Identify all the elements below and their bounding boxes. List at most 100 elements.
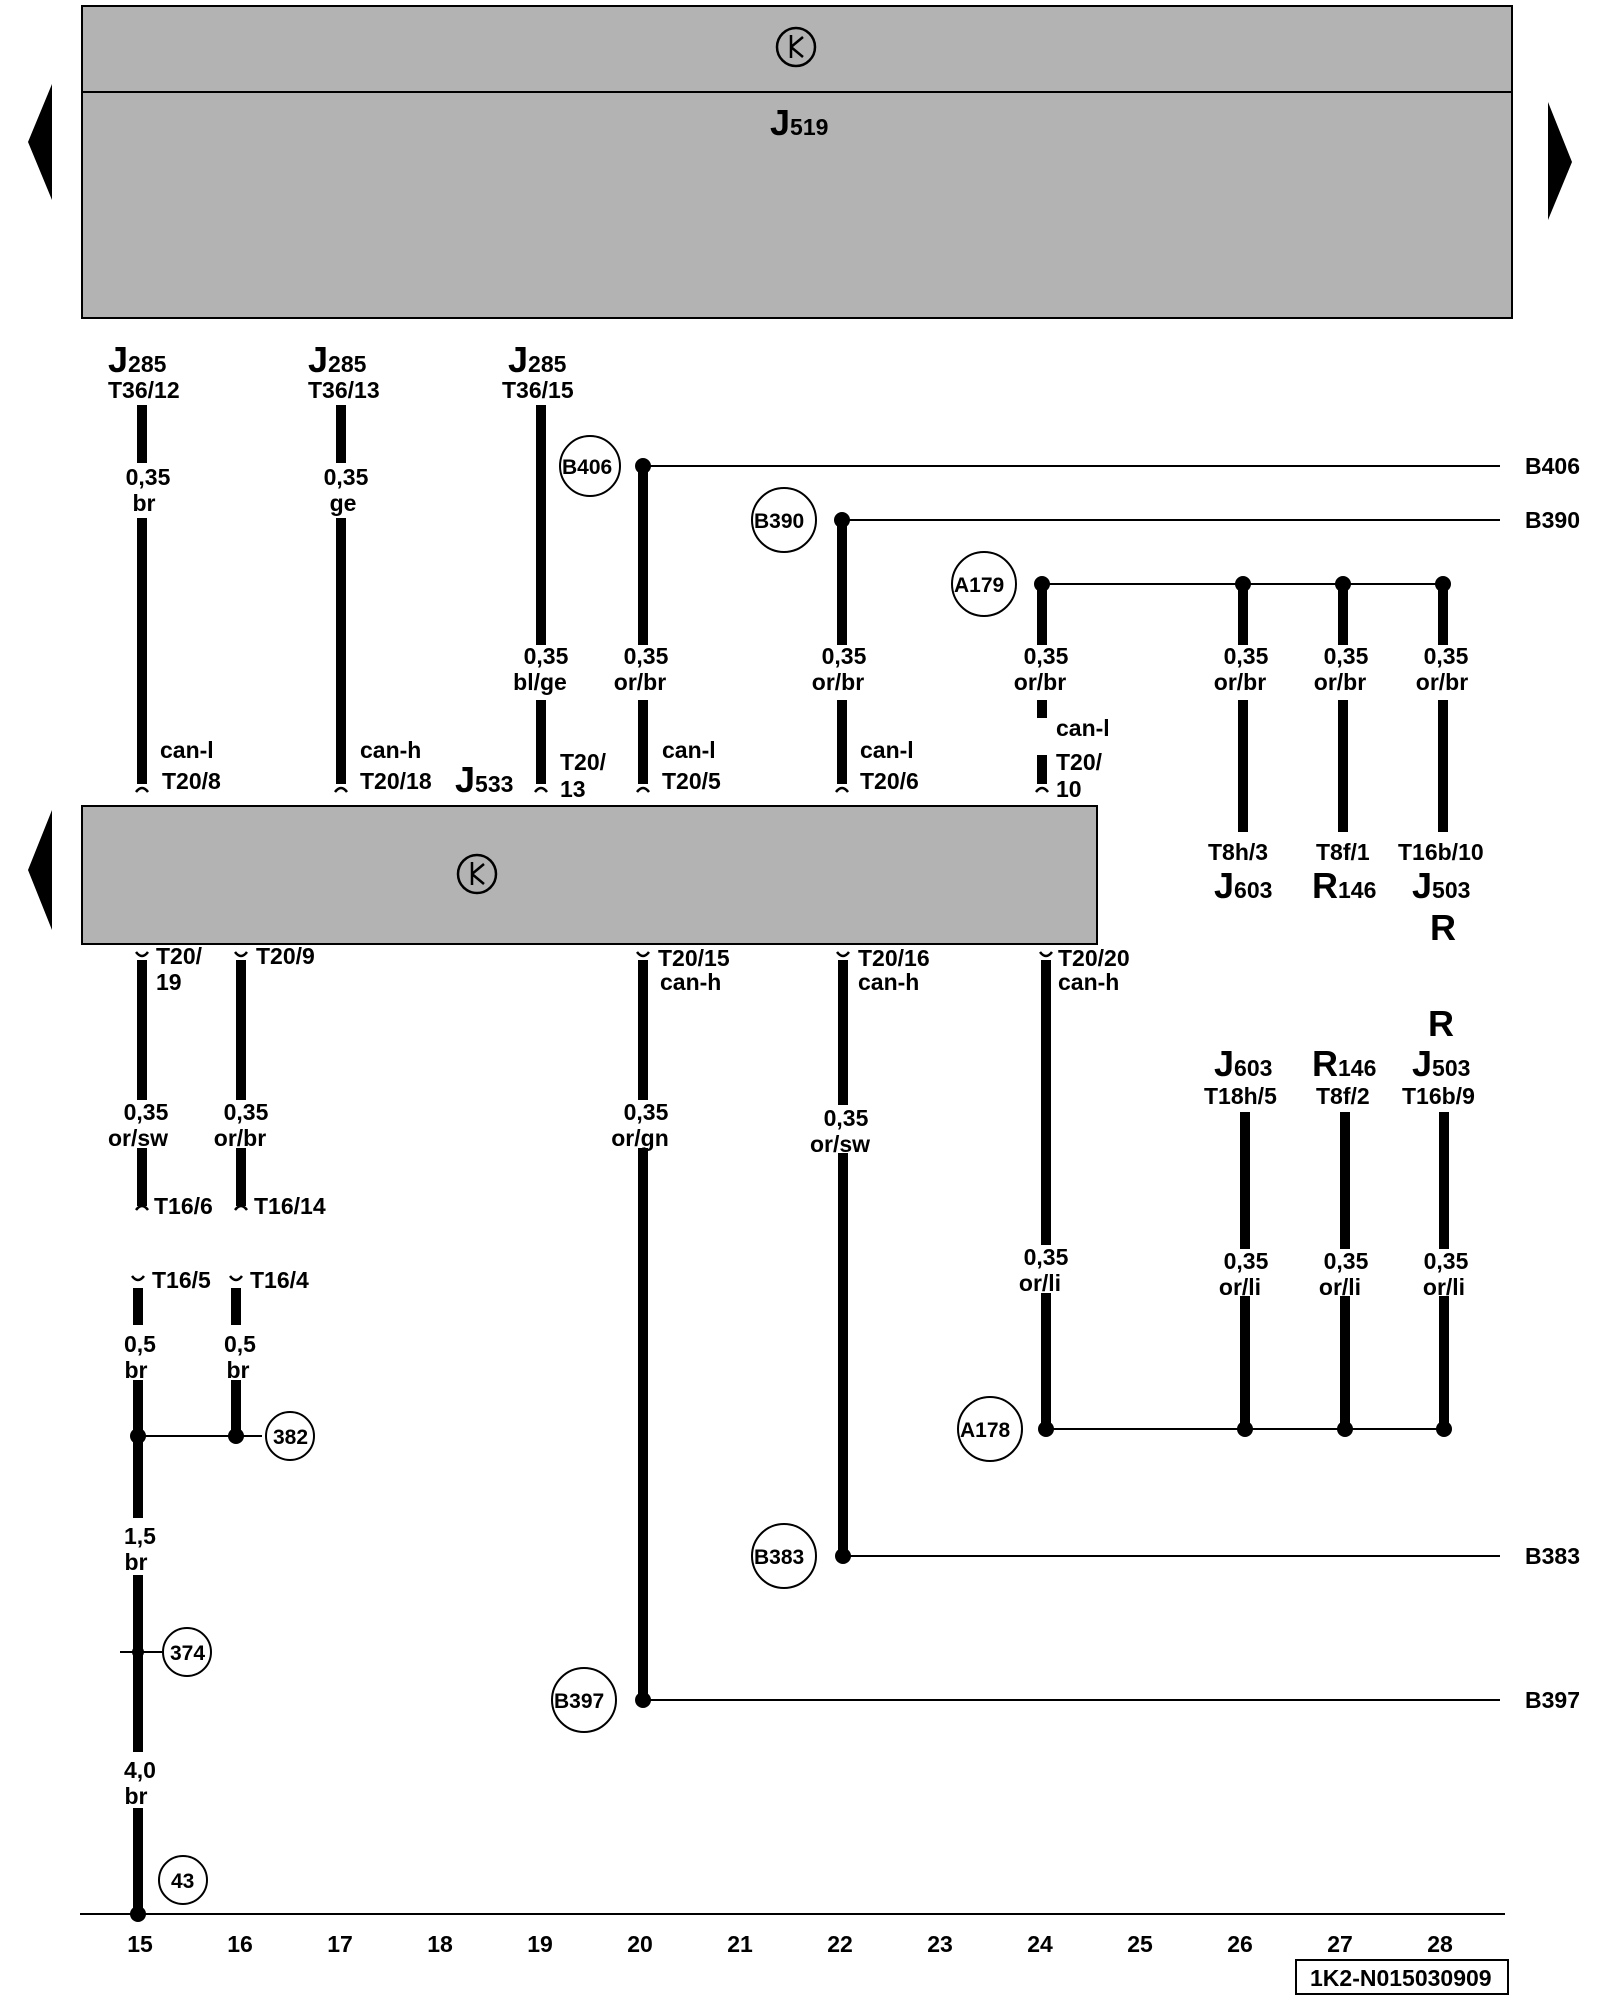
svg-text:J603: J603 xyxy=(1214,865,1272,906)
svg-text:27: 27 xyxy=(1327,1931,1353,1957)
svg-text:13: 13 xyxy=(560,776,586,802)
right-component-labels-bottom: R J603 R146 J503 xyxy=(1214,1003,1470,1084)
svg-text:or/li: or/li xyxy=(1019,1270,1061,1296)
svg-text:0,35: 0,35 xyxy=(1024,1244,1069,1270)
svg-text:br: br xyxy=(133,490,156,516)
wire-group xyxy=(133,405,1449,1915)
svg-text:0,5: 0,5 xyxy=(224,1331,256,1357)
svg-text:or/br: or/br xyxy=(1214,669,1266,695)
b383-node-label: B383 xyxy=(754,1546,804,1569)
ground-43-label: 43 xyxy=(171,1870,194,1893)
gateway-prev-arrow-icon[interactable] xyxy=(28,810,52,930)
svg-text:T20/6: T20/6 xyxy=(860,768,919,794)
svg-text:23: 23 xyxy=(927,1931,953,1957)
svg-text:J503: J503 xyxy=(1412,1043,1470,1084)
svg-text:bl/ge: bl/ge xyxy=(513,669,567,695)
svg-text:25: 25 xyxy=(1127,1931,1153,1957)
j519-module-box xyxy=(81,5,1513,319)
svg-text:0,35: 0,35 xyxy=(124,1099,169,1125)
svg-text:1,5: 1,5 xyxy=(124,1523,156,1549)
svg-text:R146: R146 xyxy=(1312,1043,1376,1084)
j285-pin-label: T36/13 xyxy=(308,377,380,403)
can-bus-symbol-icon xyxy=(456,853,498,895)
svg-text:br: br xyxy=(125,1549,148,1575)
connector-pin-group xyxy=(131,786,1053,1282)
svg-text:can-l: can-l xyxy=(160,737,214,763)
svg-text:10: 10 xyxy=(1056,776,1082,802)
j519-label: J519 xyxy=(770,102,828,143)
svg-text:ge: ge xyxy=(330,490,357,516)
b390-end-label: B390 xyxy=(1525,507,1580,533)
page-prev-arrow-icon[interactable] xyxy=(28,84,52,200)
svg-text:18: 18 xyxy=(427,1931,453,1957)
svg-text:J503: J503 xyxy=(1412,865,1470,906)
svg-text:T16/4: T16/4 xyxy=(250,1267,309,1293)
svg-text:can-l: can-l xyxy=(1056,715,1110,741)
svg-text:can-l: can-l xyxy=(662,737,716,763)
svg-text:J603: J603 xyxy=(1214,1043,1272,1084)
j285-source-label: J285 xyxy=(108,339,167,380)
svg-text:0,35: 0,35 xyxy=(624,643,669,669)
svg-text:16: 16 xyxy=(227,1931,253,1957)
bus-line-group xyxy=(80,465,1505,1915)
ground-382-label: 382 xyxy=(273,1426,308,1449)
svg-text:24: 24 xyxy=(1027,1931,1053,1957)
j285-pin-label: T36/15 xyxy=(502,377,574,403)
b390-node-label: B390 xyxy=(754,510,804,533)
svg-text:T20/8: T20/8 xyxy=(162,768,221,794)
svg-text:can-l: can-l xyxy=(860,737,914,763)
svg-text:0,35: 0,35 xyxy=(126,464,171,490)
svg-text:T18h/5: T18h/5 xyxy=(1204,1083,1277,1109)
svg-text:T20/16: T20/16 xyxy=(858,945,930,971)
svg-text:or/li: or/li xyxy=(1423,1274,1465,1300)
pin-label-group: can-l T20/8 can-h T20/18 T20/ 13 can-l T… xyxy=(152,715,1484,1293)
svg-text:4,0: 4,0 xyxy=(124,1757,156,1783)
wire-label-group: 0,35 br 0,35 ge 0,35 bl/ge 0,35 or/br 0,… xyxy=(108,464,1469,1809)
svg-text:or/br: or/br xyxy=(614,669,666,695)
can-bus-symbol-icon xyxy=(775,26,817,68)
j533-gateway-box xyxy=(81,805,1098,945)
svg-text:26: 26 xyxy=(1227,1931,1253,1957)
footer-code-box xyxy=(1295,1959,1509,1995)
svg-text:0,35: 0,35 xyxy=(324,464,369,490)
b397-node-label: B397 xyxy=(554,1690,604,1713)
svg-text:T8h/3: T8h/3 xyxy=(1208,839,1268,865)
svg-text:0,35: 0,35 xyxy=(824,1105,869,1131)
b406-node-label: B406 xyxy=(562,456,612,479)
svg-text:can-h: can-h xyxy=(1058,969,1119,995)
junction-dot-group xyxy=(130,458,1452,1922)
footer-code: 1K2-N015030909 xyxy=(1310,1965,1492,1991)
column-number-row: 15 16 17 18 19 20 21 22 23 24 25 26 27 2… xyxy=(127,1931,1453,1957)
page-next-arrow-icon[interactable] xyxy=(1548,102,1572,220)
svg-text:T20/20: T20/20 xyxy=(1058,945,1130,971)
connection-circle-group xyxy=(158,435,1023,1905)
b406-end-label: B406 xyxy=(1525,453,1580,479)
svg-text:or/br: or/br xyxy=(812,669,864,695)
svg-text:or/br: or/br xyxy=(1014,669,1066,695)
svg-text:or/br: or/br xyxy=(1314,669,1366,695)
svg-text:or/gn: or/gn xyxy=(611,1125,669,1151)
svg-text:T20/: T20/ xyxy=(560,749,607,775)
svg-text:0,35: 0,35 xyxy=(224,1099,269,1125)
svg-text:0,35: 0,35 xyxy=(524,643,569,669)
svg-text:22: 22 xyxy=(827,1931,853,1957)
svg-text:br: br xyxy=(125,1357,148,1383)
svg-text:can-h: can-h xyxy=(360,737,421,763)
svg-text:0,35: 0,35 xyxy=(624,1099,669,1125)
svg-text:28: 28 xyxy=(1427,1931,1453,1957)
svg-text:can-h: can-h xyxy=(660,969,721,995)
ground-374-label: 374 xyxy=(170,1642,205,1665)
a179-node-label: A179 xyxy=(954,574,1004,597)
svg-text:or/sw: or/sw xyxy=(108,1125,168,1151)
svg-text:T16/14: T16/14 xyxy=(254,1193,326,1219)
svg-text:T8f/2: T8f/2 xyxy=(1316,1083,1370,1109)
svg-text:T20/9: T20/9 xyxy=(256,943,315,969)
svg-text:can-h: can-h xyxy=(858,969,919,995)
svg-text:0,35: 0,35 xyxy=(1324,1248,1369,1274)
svg-text:0,35: 0,35 xyxy=(1024,643,1069,669)
b397-end-label: B397 xyxy=(1525,1687,1580,1713)
svg-text:or/br: or/br xyxy=(1416,669,1468,695)
svg-text:T8f/1: T8f/1 xyxy=(1316,839,1370,865)
svg-text:T20/5: T20/5 xyxy=(662,768,721,794)
